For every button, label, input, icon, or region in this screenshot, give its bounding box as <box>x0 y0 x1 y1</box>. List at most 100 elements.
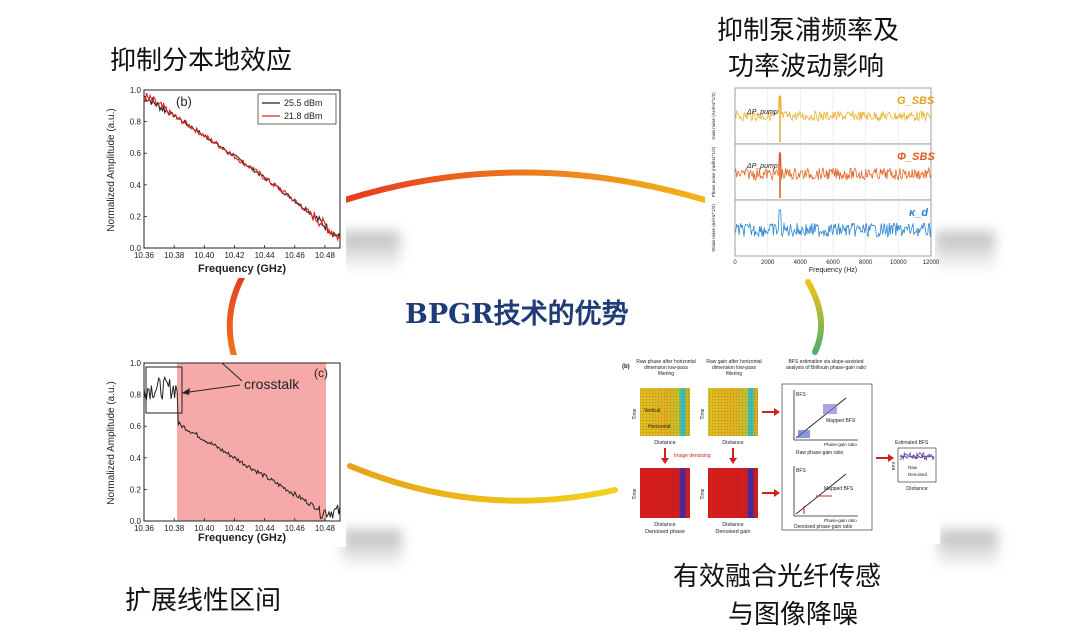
x-tick-label: 10.40 <box>194 251 215 260</box>
x-tick-label: 10.38 <box>164 524 185 533</box>
svg-text:Distance: Distance <box>654 522 675 528</box>
noise-ylabel-2: Phase noise (rad/Hz^1/2) <box>711 146 716 197</box>
svg-text:Time: Time <box>632 488 638 499</box>
plot-c-ylabel: Normalized Amplitude (a.u.) <box>106 381 117 504</box>
caption-top-left: 抑制分本地效应 <box>110 46 293 76</box>
legend-21-8: 21.8 dBm <box>284 111 323 121</box>
svg-text:BFS: BFS <box>796 468 806 474</box>
linear-region-shade <box>177 363 326 521</box>
svg-text:BFS: BFS <box>891 462 896 471</box>
caption-bottom-right-1: 有效融合光纤传感 <box>673 562 882 592</box>
y-tick-label: 0.0 <box>130 517 142 526</box>
col1-title: Raw phase after horizontal dimension low… <box>636 359 696 377</box>
svg-text:Raw phase-gain ratio: Raw phase-gain ratio <box>796 450 843 456</box>
noise-x-tick: 0 <box>733 260 737 266</box>
phisbs-label: Φ_SBS <box>897 151 935 163</box>
svg-text:Mapped BFS: Mapped BFS <box>826 418 856 424</box>
svg-text:Time: Time <box>632 408 638 419</box>
caption-bottom-left: 扩展线性区间 <box>125 586 282 616</box>
x-tick-label: 10.44 <box>255 524 276 533</box>
crosstalk-box <box>145 366 183 414</box>
y-tick-label: 0.6 <box>130 149 142 158</box>
plot-c-panel: 0.0 0.2 0.4 0.6 0.8 1.0 10.36 10.38 10.40 10.42 10… <box>100 355 346 547</box>
noise-plot-panel: ΔP_pump ΔP_pump G_SBS Φ_SBS κ_d Gain noi… <box>705 84 940 274</box>
caption-top-right-2: 功率波动影响 <box>728 52 885 82</box>
noise-ylabel-3: Strain noise (nε/Hz^1/2) <box>711 204 716 252</box>
plot-b-legend <box>257 93 337 125</box>
x-tick-label: 10.48 <box>315 251 336 260</box>
noise-x-tick: 8000 <box>859 260 873 266</box>
svg-text:Time: Time <box>700 488 706 499</box>
col2-title: Raw gain after horizontal dimension low-… <box>706 359 762 377</box>
y-tick-label: 0.2 <box>130 212 142 221</box>
svg-text:Distance: Distance <box>722 440 743 446</box>
x-tick-label: 10.42 <box>224 524 245 533</box>
image-denoising-label: Image denoising <box>674 453 711 459</box>
horizontal-label: Horizontal <box>648 424 671 430</box>
y-tick-label: 1.0 <box>130 359 142 368</box>
noise-ylabel-1: Gain noise (AU/Hz^1/2) <box>711 92 716 140</box>
noise-x-tick: 2000 <box>761 260 775 266</box>
plot-c-xlabel: Frequency (GHz) <box>198 532 286 544</box>
bfs-title: BFS estimation via slope-assisted analys… <box>785 359 867 371</box>
plot-b-ylabel: Normalized Amplitude (a.u.) <box>106 108 117 231</box>
x-tick-label: 10.42 <box>224 251 245 260</box>
svg-text:Distance: Distance <box>654 440 675 446</box>
svg-text:Denoised gain: Denoised gain <box>715 529 750 535</box>
plot-b-xlabel: Frequency (GHz) <box>198 263 286 275</box>
noise-x-tick: 12000 <box>923 260 940 266</box>
caption-bottom-right-2: 与图像降噪 <box>728 600 859 630</box>
y-tick-label: 0.2 <box>130 485 142 494</box>
flow-panel-label: (b) <box>622 364 630 370</box>
x-tick-label: 10.38 <box>164 251 185 260</box>
flow-diagram-panel: (b) Raw phase after horizontal dimension… <box>618 356 940 544</box>
plot-b-panel-label: (b) <box>176 94 192 109</box>
noise-x-tick: 10000 <box>890 260 907 266</box>
noise-x-tick: 6000 <box>826 260 840 266</box>
plot-c-panel-label: (c) <box>314 366 328 380</box>
kappa-label: κ_d <box>909 207 928 219</box>
svg-text:Raw: Raw <box>908 465 918 470</box>
svg-text:Distance: Distance <box>722 522 743 528</box>
noise-x-tick: 4000 <box>794 260 808 266</box>
center-title: BPGR技术的优势 <box>405 299 629 330</box>
plot-b-panel: 0.0 0.2 0.4 0.6 0.8 1.0 10.36 10.38 10.40 10.42 10… <box>100 82 346 278</box>
gsbs-label: G_SBS <box>897 95 935 107</box>
delta-pump-label-2: ΔP_pump <box>746 163 778 170</box>
svg-text:Estimated BFS: Estimated BFS <box>895 440 929 446</box>
svg-text:Phase-gain ratio: Phase-gain ratio <box>824 442 857 447</box>
x-tick-label: 10.40 <box>194 524 215 533</box>
ring-arc-right <box>805 279 825 355</box>
svg-text:Distance: Distance <box>906 486 927 492</box>
svg-text:Denoised: Denoised <box>908 472 928 477</box>
vertical-label: Vertical <box>644 408 660 414</box>
x-tick-label: 10.36 <box>134 251 155 260</box>
x-tick-label: 10.36 <box>134 524 155 533</box>
ring-arc-bottom <box>347 463 618 504</box>
svg-text:Denoised phase: Denoised phase <box>645 529 685 535</box>
y-tick-label: 0.0 <box>130 244 142 253</box>
svg-text:Phase-gain ratio: Phase-gain ratio <box>824 518 857 523</box>
caption-top-right-1: 抑制泵浦频率及 <box>717 16 900 46</box>
svg-text:Mapped BFS: Mapped BFS <box>824 486 854 492</box>
x-tick-label: 10.48 <box>315 524 336 533</box>
noise-xlabel: Frequency (Hz) <box>809 267 857 274</box>
ring-arc-left <box>226 269 248 365</box>
y-tick-label: 0.8 <box>130 118 142 127</box>
svg-text:BFS: BFS <box>796 392 806 398</box>
svg-text:Time: Time <box>700 408 706 419</box>
y-tick-label: 1.0 <box>130 86 142 95</box>
ring-arc-top <box>342 169 708 203</box>
y-tick-label: 0.6 <box>130 422 142 431</box>
svg-text:Denoised phase-gain ratio: Denoised phase-gain ratio <box>794 524 853 530</box>
y-tick-label: 0.8 <box>130 391 142 400</box>
y-tick-label: 0.4 <box>130 454 142 463</box>
delta-pump-label-1: ΔP_pump <box>746 109 778 116</box>
x-tick-label: 10.46 <box>285 251 306 260</box>
legend-25-5: 25.5 dBm <box>284 98 323 108</box>
x-tick-label: 10.44 <box>255 251 276 260</box>
x-tick-label: 10.46 <box>285 524 306 533</box>
y-tick-label: 0.4 <box>130 181 142 190</box>
crosstalk-label: crosstalk <box>244 376 300 392</box>
